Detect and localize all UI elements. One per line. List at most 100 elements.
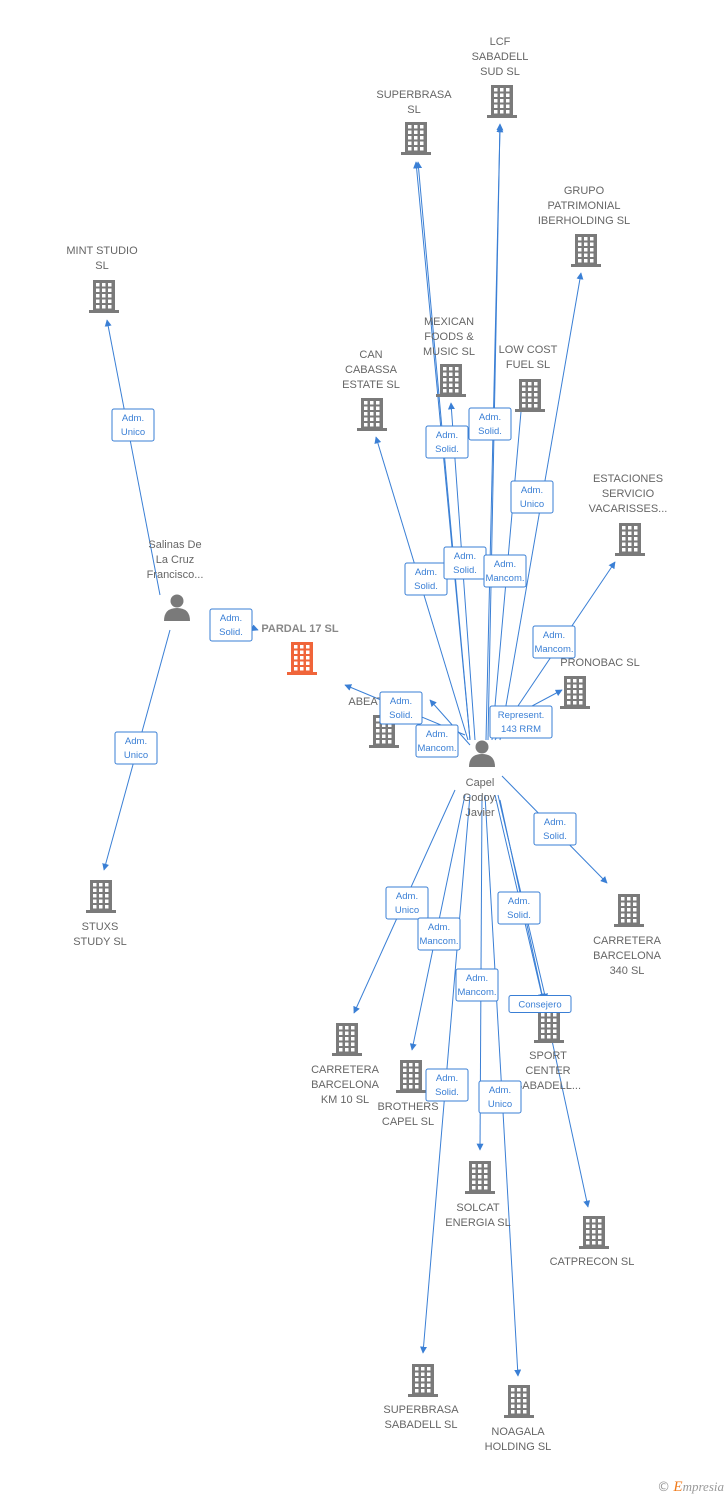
node-label: PRONOBAC SL: [560, 657, 639, 669]
edges-layer: [102, 123, 616, 1377]
edge-label-text: Adm.: [396, 891, 418, 902]
edge-label-text: Mancom.: [457, 987, 496, 998]
node-label: IBERHOLDING SL: [538, 215, 630, 227]
node-label: ESTATE SL: [342, 379, 400, 391]
node-label: PARDAL 17 SL: [261, 623, 339, 635]
building-icon: [465, 1161, 495, 1194]
edge-label-text: Adm.: [220, 613, 242, 624]
edge-label-text: Solid.: [507, 910, 531, 921]
edge-label-salinas-pardal[interactable]: Adm.Solid.: [209, 608, 253, 642]
building-icon: [436, 364, 466, 397]
empresia-watermark[interactable]: © Empresia: [657, 1479, 724, 1496]
building-icon: [579, 1216, 609, 1249]
node-label: SUPERBRASA: [376, 89, 452, 101]
edge-label-salinas-stuxs[interactable]: Adm.Unico: [114, 731, 158, 765]
edge-label-text: Unico: [121, 427, 145, 438]
edge-label-text: Mancom.: [485, 573, 524, 584]
edge-label-capel-superbrasa_sab[interactable]: Adm.Solid.: [425, 1068, 469, 1102]
node-label: LOW COST: [499, 344, 558, 356]
node-label: STUXS: [82, 921, 119, 933]
node-label: Capel: [466, 777, 495, 789]
edge-label-capel-sport[interactable]: Consejero: [508, 995, 572, 1013]
edge-label-capel-lcf[interactable]: Adm. Mancom.: [483, 554, 527, 588]
edge-label-text: Adm.: [125, 736, 147, 747]
edge-capel-pardal: [429, 699, 471, 746]
edge-label-text: Mancom.: [419, 936, 458, 947]
building-icon: [560, 676, 590, 709]
building-icon: [357, 398, 387, 431]
node-label: 340 SL: [610, 965, 645, 977]
node-label: KM 10 SL: [321, 1094, 369, 1106]
edge-label-text: Adm.: [489, 1085, 511, 1096]
edge-label-capel-estaciones[interactable]: Adm. Mancom.: [532, 625, 576, 659]
node-label: SL: [95, 260, 108, 272]
edge-label-capel-superbrasa[interactable]: Adm.Solid.: [443, 546, 487, 580]
edge-label-text: Adm.: [543, 630, 565, 641]
edge-label-capel-brothers[interactable]: Adm.Mancom.: [417, 917, 461, 951]
node-label: SL: [407, 104, 420, 116]
node-label: Francisco...: [147, 569, 204, 581]
edge-label-capel-carr10[interactable]: Adm. Unico: [385, 886, 429, 920]
node-label: SPORT: [529, 1050, 567, 1062]
edge-label-capel-pardal[interactable]: Adm.Solid.: [379, 691, 423, 725]
edge-salinas-mint: [104, 319, 161, 596]
edge-label-capel-sport[interactable]: Adm.Solid.: [497, 891, 541, 925]
edge-label-text: Solid.: [453, 565, 477, 576]
node-superbrasa[interactable]: SUPERBRASA SL: [376, 89, 452, 155]
node-catprecon[interactable]: CATPRECON SL: [550, 1216, 635, 1268]
edge-label-text: Solid.: [389, 710, 413, 721]
node-carr340[interactable]: CARRETERA BARCELONA 340 SL: [593, 894, 662, 977]
node-label: MEXICAN: [424, 316, 474, 328]
edge-label-capel-noagala[interactable]: Adm. Unico: [478, 1080, 522, 1114]
node-label: BROTHERS: [377, 1101, 438, 1113]
node-label: CARRETERA: [593, 935, 662, 947]
node-brothers[interactable]: BROTHERS CAPEL SL: [377, 1060, 439, 1128]
node-label: PATRIMONIAL: [548, 200, 621, 212]
node-estaciones[interactable]: ESTACIONESSERVICIOVACARISSES...: [589, 473, 668, 556]
edge-label-text: Adm.: [122, 413, 144, 424]
edge-label-text: Adm.: [479, 412, 501, 423]
node-label: SABADELL: [472, 51, 529, 63]
node-label: CAPEL SL: [382, 1116, 434, 1128]
edge-label-text: Unico: [395, 905, 419, 916]
edge-label-capel-pronobac[interactable]: Represent.143 RRM: [489, 705, 553, 739]
edge-label-capel-can[interactable]: Adm.Solid.: [404, 562, 448, 596]
edge-label-capel-solcat[interactable]: Adm.Mancom.: [455, 968, 499, 1002]
node-pardal[interactable]: PARDAL 17 SL: [261, 623, 339, 675]
edge-label-capel-lowcost[interactable]: Adm.Solid.: [468, 407, 512, 441]
edge-label-text: Adm.: [494, 559, 516, 570]
edge-label-capel-mexican[interactable]: Adm.Solid.: [425, 425, 469, 459]
node-label: FUEL SL: [506, 359, 550, 371]
node-sport[interactable]: SPORTCENTERSABADELL...: [515, 1010, 581, 1092]
node-label: SABADELL SL: [385, 1419, 458, 1431]
node-label: SOLCAT: [456, 1202, 499, 1214]
edge-label-capel-pardal[interactable]: Adm.Mancom.: [415, 724, 459, 758]
edge-label-text: Mancom.: [534, 644, 573, 655]
node-label: Godoy.: [463, 792, 498, 804]
edge-label-salinas-mint[interactable]: Adm. Unico: [111, 408, 155, 442]
edge-label-capel-grupo[interactable]: Adm.Unico: [510, 480, 554, 514]
person-icon: [164, 594, 190, 621]
node-pronobac[interactable]: PRONOBAC SL: [560, 657, 640, 709]
node-label: HOLDING SL: [485, 1441, 552, 1453]
node-label: BARCELONA: [593, 950, 662, 962]
edge-label-capel-carr340[interactable]: Adm.Solid.: [533, 812, 577, 846]
edge-label-text: Solid.: [435, 444, 459, 455]
node-label: SERVICIO: [602, 488, 655, 500]
edge-label-text: Unico: [488, 1099, 512, 1110]
node-lowcost[interactable]: LOW COST FUEL SL: [499, 344, 558, 412]
